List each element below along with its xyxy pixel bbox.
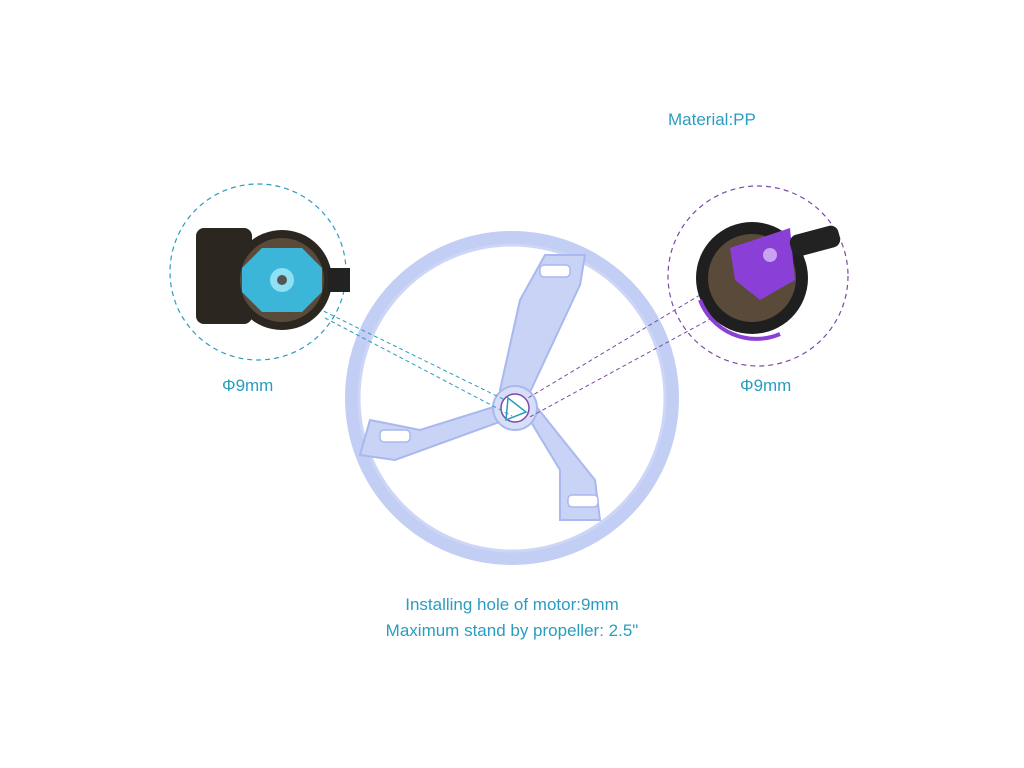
caption: Installing hole of motor:9mm Maximum sta… [0,592,1024,644]
material-label: Material:PP [668,110,756,129]
right-callout [527,185,849,419]
caption-line-2: Maximum stand by propeller: 2.5" [385,621,639,640]
right-hole-diameter-label: Φ9mm [740,376,792,395]
propeller-guard [345,231,679,565]
right-motor-image [696,222,841,341]
caption-line-1: Installing hole of motor:9mm [405,595,619,614]
left-motor-image [196,228,350,330]
left-hole-diameter-label: Φ9mm [222,376,274,395]
